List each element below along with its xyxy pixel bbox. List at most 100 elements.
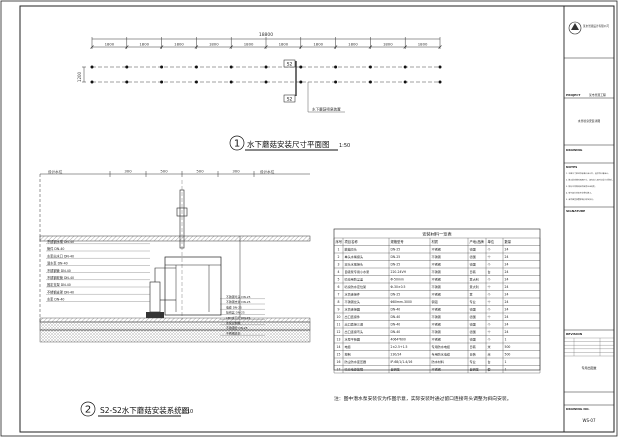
table-cell: 9 — [338, 308, 340, 312]
plan-segment-dim: 1800 — [209, 42, 219, 47]
table-cell: 不锈钢 — [432, 247, 441, 252]
table-cell: 5 — [338, 278, 340, 282]
plan-dim-slash — [403, 45, 407, 49]
table-cell: 不锈钢 — [432, 314, 441, 319]
section-top-dim: 500 — [160, 169, 168, 174]
table-cell: 8 — [338, 300, 340, 304]
section-right-label: 接线盒 DN-25 — [226, 310, 245, 315]
fountain-nozzle-marker — [160, 65, 164, 69]
table-cell: 德国 — [470, 337, 476, 342]
table-cell: 不锈钢 — [432, 254, 441, 259]
section-mark-upper-box — [283, 59, 296, 68]
table-cell: 24 — [505, 285, 509, 289]
section-index-circle — [80, 401, 96, 417]
company-name: 某市景观设计有限公司 — [583, 24, 609, 28]
table-cell: 不锈钢 — [432, 262, 441, 267]
table-cell: IP-68/1/1-4/16 — [391, 360, 413, 364]
table-cell: 个 — [488, 278, 491, 282]
section-ground-band-upper — [39, 235, 311, 242]
table-title: 安装材料一览表 — [422, 231, 452, 238]
table-cell: 套 — [488, 367, 491, 372]
table-cell: 24 — [505, 248, 509, 252]
revision-label: REVISION — [566, 332, 583, 336]
fountain-nozzle-marker — [264, 80, 268, 84]
table-cell: 喷泉防水定位架 — [345, 284, 367, 289]
table-cell: 电缆 — [345, 344, 351, 349]
table-cell: 日韩 — [470, 344, 476, 349]
plan-overall-dim: 18800 — [259, 32, 273, 38]
signature-label: SIGNATURE — [566, 209, 585, 213]
table-cell: 24 — [505, 308, 509, 312]
fountain-nozzle-marker — [125, 80, 129, 84]
table-cell: 自研发 — [391, 367, 400, 372]
table-cell: 不锈钢 — [432, 284, 441, 289]
section-right-label: 水泵控制箱 — [226, 320, 241, 325]
table-cell: 喷泉电源故障 — [345, 367, 364, 372]
fountain-nozzle-marker — [194, 80, 198, 84]
table-cell: 12 — [337, 330, 341, 334]
plan-index-circle — [229, 135, 245, 151]
plan-dim-slash — [159, 45, 164, 49]
table-header-cell: 序号 — [336, 239, 343, 244]
table-cell: 出口直接三通 — [345, 322, 364, 327]
section-title: S2-S2水下蘑菇安装系统图 — [100, 405, 189, 415]
table-cell: 德国 — [470, 322, 476, 327]
drawing-label: DRAWING — [566, 148, 583, 152]
title-block: 某市景观设计有限公司 PROJECT 某市景观工程 水景喷泉安装详图 DRAWI… — [564, 21, 614, 423]
fountain-nozzle-marker — [90, 65, 94, 69]
table-cell: 喷泉用防尘盖 — [345, 277, 364, 282]
table-cell: 不锈钢 — [432, 367, 441, 372]
table-header-cell: 材质 — [432, 239, 439, 244]
plan-segment-dim: 1800 — [418, 42, 428, 47]
fountain-nozzle-marker — [403, 65, 407, 69]
table-cell: 24 — [505, 330, 509, 334]
table-cell: 蘑菇喷头 — [345, 247, 357, 252]
drawing-no: WS-07 — [582, 418, 595, 423]
table-cell: 4 — [338, 270, 340, 274]
table-cell: 日韩 — [470, 269, 476, 274]
table-cell: DN-40 — [391, 308, 401, 312]
table-cell: 铜铝 — [432, 299, 438, 304]
table-cell: 水泵平衡器 — [345, 337, 360, 342]
drawing-name: 水景喷泉安装详图 — [578, 119, 601, 123]
section-left-label: 不锈钢支架 DN-40 — [47, 289, 74, 294]
pump-outlet-pipe — [154, 267, 176, 282]
table-cell: 水管连接器 — [345, 307, 360, 312]
section-left-label: 不锈钢软管 DN-40 — [47, 275, 74, 280]
table-cell: 台 — [488, 359, 491, 364]
table-cell: 个 — [488, 330, 491, 334]
section-right-label: 不锈钢管 DN-25 — [226, 325, 248, 330]
section-base-slab — [39, 321, 311, 331]
tb-note-line: 1. 本图尺寸单位除标高以米计外，其余均以毫米计。 — [566, 171, 610, 175]
fountain-nozzle-marker — [160, 80, 164, 84]
fountain-nozzle-marker — [264, 65, 268, 69]
table-cell: 24 — [505, 293, 509, 297]
table-cell: 双头水嘴接头 — [345, 262, 364, 267]
plan-dim-slash — [333, 45, 338, 49]
table-header-cell: 项目名称 — [345, 239, 359, 244]
table-cell: DN-40 — [391, 330, 401, 334]
plan-note: 水下蘑菇喷泉装置 — [312, 107, 341, 112]
table-cell: 11 — [337, 323, 341, 327]
table-cell: 1 — [505, 368, 507, 372]
fountain-nozzle-marker — [299, 65, 303, 69]
plan-dim-slash — [125, 45, 129, 49]
fountain-nozzle-marker — [125, 65, 129, 69]
table-cell: 防尘防水变压器 — [345, 359, 367, 364]
section-water-label-left: 设计水位 — [48, 169, 63, 174]
table-cell: 出口连接弯头 — [345, 329, 364, 334]
section-left-label: 不锈钢管 DN-40 — [47, 268, 71, 273]
table-cell: 自研发 — [470, 367, 479, 372]
table-cell: 1 — [338, 248, 340, 252]
table-cell: 专用防水电缆 — [432, 352, 451, 357]
section-top-dim: 500 — [196, 169, 204, 174]
plan-dim-slash — [299, 45, 303, 49]
table-cell: 2×2.5+1.5 — [391, 345, 408, 349]
table-cell: 专业 — [470, 359, 476, 364]
table-cell: 单头水嘴接头 — [345, 254, 364, 259]
table-cell: DN-40 — [391, 323, 401, 327]
table-cell: 不锈钢 — [432, 277, 441, 282]
table-cell: 220-24VH — [391, 270, 407, 274]
